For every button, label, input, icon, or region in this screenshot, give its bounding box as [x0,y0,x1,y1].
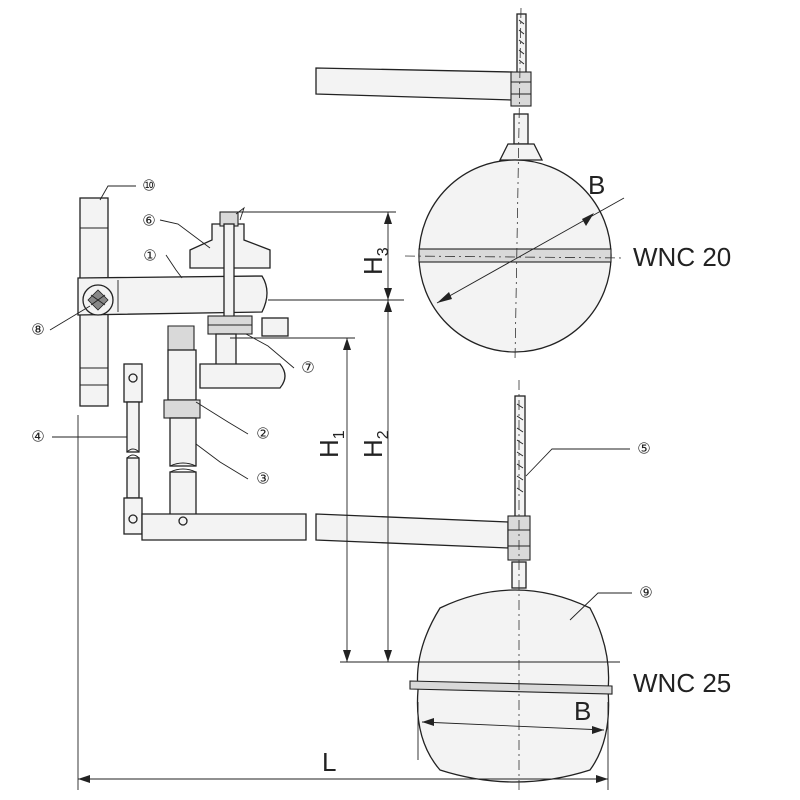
h1-label: H1 [314,430,348,458]
valve-assembly [77,197,509,549]
body-nut [167,325,195,351]
lever-link [199,363,286,389]
upper-float-assembly: B WNC 20 [315,7,731,361]
upper-float-hook [513,113,529,145]
callout-3: ③ [256,471,269,488]
guide-rod-top [123,363,143,403]
svg-text:H3: H3 [358,247,392,275]
upper-model-label: WNC 20 [633,242,731,272]
discharge-pipe [169,417,197,467]
guide-rod-lower [126,457,140,499]
connector [167,349,197,401]
callout-10: ⑩ [142,178,155,195]
callout-leaders [49,185,632,621]
upper-float-neck [498,143,544,161]
svg-text:H1: H1 [314,430,348,458]
float-arm-inner [141,513,307,541]
callout-5: ⑤ [637,441,650,458]
callout-9: ⑨ [639,585,652,602]
upper-diameter-label: B [588,170,605,200]
upper-float-seam [418,248,612,263]
callout-7: ⑦ [301,360,314,377]
upper-diameter-line [436,197,625,304]
callout-2: ② [256,426,269,443]
length-label: L [322,747,336,777]
lower-float-assembly: B WNC 25 [409,380,731,790]
lower-model-label: WNC 25 [633,668,731,698]
callout-6: ⑥ [142,213,155,230]
valve-body [77,275,268,316]
upper-adjust-rod [516,13,527,75]
lower-adjust-rod [514,395,526,521]
connector-nut [163,399,201,419]
upper-arm-clamp [510,71,532,107]
callout-4: ④ [31,429,44,446]
h3-label: H3 [358,247,392,275]
callout-8: ⑧ [31,322,44,339]
h2-label: H2 [358,430,392,458]
lower-float-seam [409,680,613,695]
lower-diameter-line [421,721,605,731]
lower-diameter-label: B [574,696,591,726]
callouts: ⑩ ⑥ ① ⑧ ⑦ ② ③ ④ ⑤ ⑨ [31,178,652,602]
lever-bracket [261,317,289,337]
guide-rod [126,401,140,453]
callout-1: ① [143,248,156,265]
float-arm-outer [315,513,509,549]
dimension-lines: H3 H1 H2 L [77,211,620,790]
svg-text:H2: H2 [358,430,392,458]
upper-float-arm [315,67,513,101]
